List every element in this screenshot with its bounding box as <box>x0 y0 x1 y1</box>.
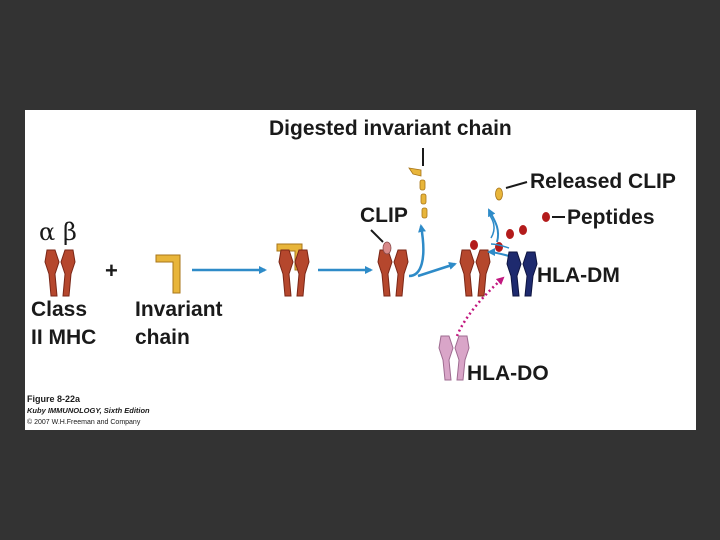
arrow-chain-release <box>408 224 426 278</box>
hla-dm-molecule <box>506 251 538 297</box>
peptide-loaded-mhc <box>459 249 491 297</box>
peptide-loading-arrow <box>487 248 510 257</box>
mhc-class-ii-pathway-diagram: α β + Class II MHC Invariant chain Diges… <box>27 117 676 426</box>
hla-do-label: HLA-DO <box>467 362 549 385</box>
hla-do-molecule <box>438 335 470 381</box>
invariant-chain-label-line1: Invariant <box>135 298 223 321</box>
digested-invariant-chain-label: Digested invariant chain <box>269 117 512 140</box>
copyright-caption: © 2007 W.H.Freeman and Company <box>27 418 141 426</box>
class-ii-mhc-molecule <box>44 249 76 297</box>
clip-release-arrow-inner <box>488 213 495 239</box>
clip-pointer-line <box>370 229 384 243</box>
hla-do-regulation-arrow <box>455 276 505 337</box>
mhc-invariant-complex <box>276 243 310 297</box>
figure-number-caption: Figure 8-22a <box>27 394 81 404</box>
figure-slide: α β + Class II MHC Invariant chain Diges… <box>25 110 696 430</box>
invariant-chain-shape <box>155 254 181 294</box>
mhc-clip-complex <box>377 241 409 297</box>
class-ii-mhc-label-line1: Class <box>31 298 87 321</box>
arrow-to-exchange <box>417 262 457 278</box>
invariant-chain-label-line2: chain <box>135 326 190 349</box>
beta-label: β <box>63 218 77 246</box>
alpha-label: α <box>39 218 55 246</box>
hla-dm-label: HLA-DM <box>537 264 620 287</box>
clip-label: CLIP <box>360 204 408 227</box>
peptide-fragments <box>470 212 550 252</box>
released-clip-pointer-line <box>505 181 528 189</box>
released-clip-label: Released CLIP <box>530 170 676 193</box>
peptides-label: Peptides <box>567 206 655 229</box>
digested-invariant-chain-fragments <box>408 167 428 219</box>
clip-release-arrow <box>488 208 499 243</box>
released-clip-fragment <box>495 187 503 201</box>
class-ii-mhc-label-line2: II MHC <box>31 326 96 349</box>
clip-fragment <box>382 241 392 255</box>
peptide-loading-arrow-inner <box>490 243 510 249</box>
book-title-caption: Kuby IMMUNOLOGY, Sixth Edition <box>27 406 150 415</box>
plus-sign: + <box>105 258 118 283</box>
